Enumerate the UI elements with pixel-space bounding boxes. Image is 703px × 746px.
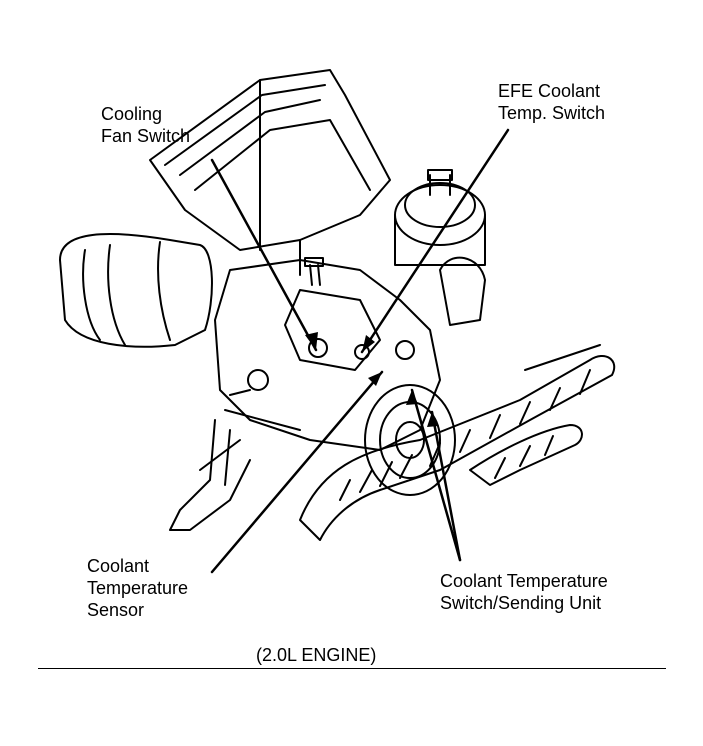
label-line: Sensor [87, 600, 145, 620]
arrowhead-sending-b [427, 412, 439, 427]
arrowhead-efe [362, 335, 375, 352]
arrowhead-sensor [368, 372, 382, 386]
arrowhead-cooling-fan [305, 332, 318, 350]
label-line: Switch/Sending Unit [440, 593, 602, 613]
lower-bracket [169, 419, 251, 531]
thermostat-housing [394, 169, 486, 266]
label-line: Cooling [101, 104, 163, 124]
pointer-coolant-sensor [210, 370, 384, 574]
valve-cover [149, 69, 391, 276]
wiring-harness [299, 344, 616, 541]
label-coolant-temperature-switch-sending-unit: Coolant Temperature Switch/Sending Unit [440, 570, 608, 614]
label-efe-coolant-temp-switch: EFE Coolant Temp. Switch [498, 80, 605, 124]
divider-rule [38, 668, 666, 669]
label-line: Fan Switch [101, 126, 191, 146]
label-cooling-fan-switch: Cooling Fan Switch [101, 103, 190, 147]
label-line: Temp. Switch [498, 103, 606, 123]
intake-hose [59, 233, 213, 348]
arrowhead-sending-a [406, 390, 418, 405]
label-coolant-temperature-sensor: Coolant Temperature Sensor [87, 555, 188, 621]
label-line: EFE Coolant [498, 81, 601, 101]
engine-block [214, 256, 486, 451]
label-line: Temperature [87, 578, 189, 598]
pointer-lines [210, 128, 510, 574]
label-line: Coolant Temperature [440, 571, 608, 591]
pointer-cooling-fan-switch [210, 158, 318, 352]
pointer-efe-switch [360, 128, 510, 354]
pointer-sending-unit-b [430, 410, 462, 562]
label-line: Coolant [87, 556, 150, 576]
figure-caption: (2.0L ENGINE) [256, 645, 377, 665]
pointer-sending-unit-a [410, 388, 462, 562]
